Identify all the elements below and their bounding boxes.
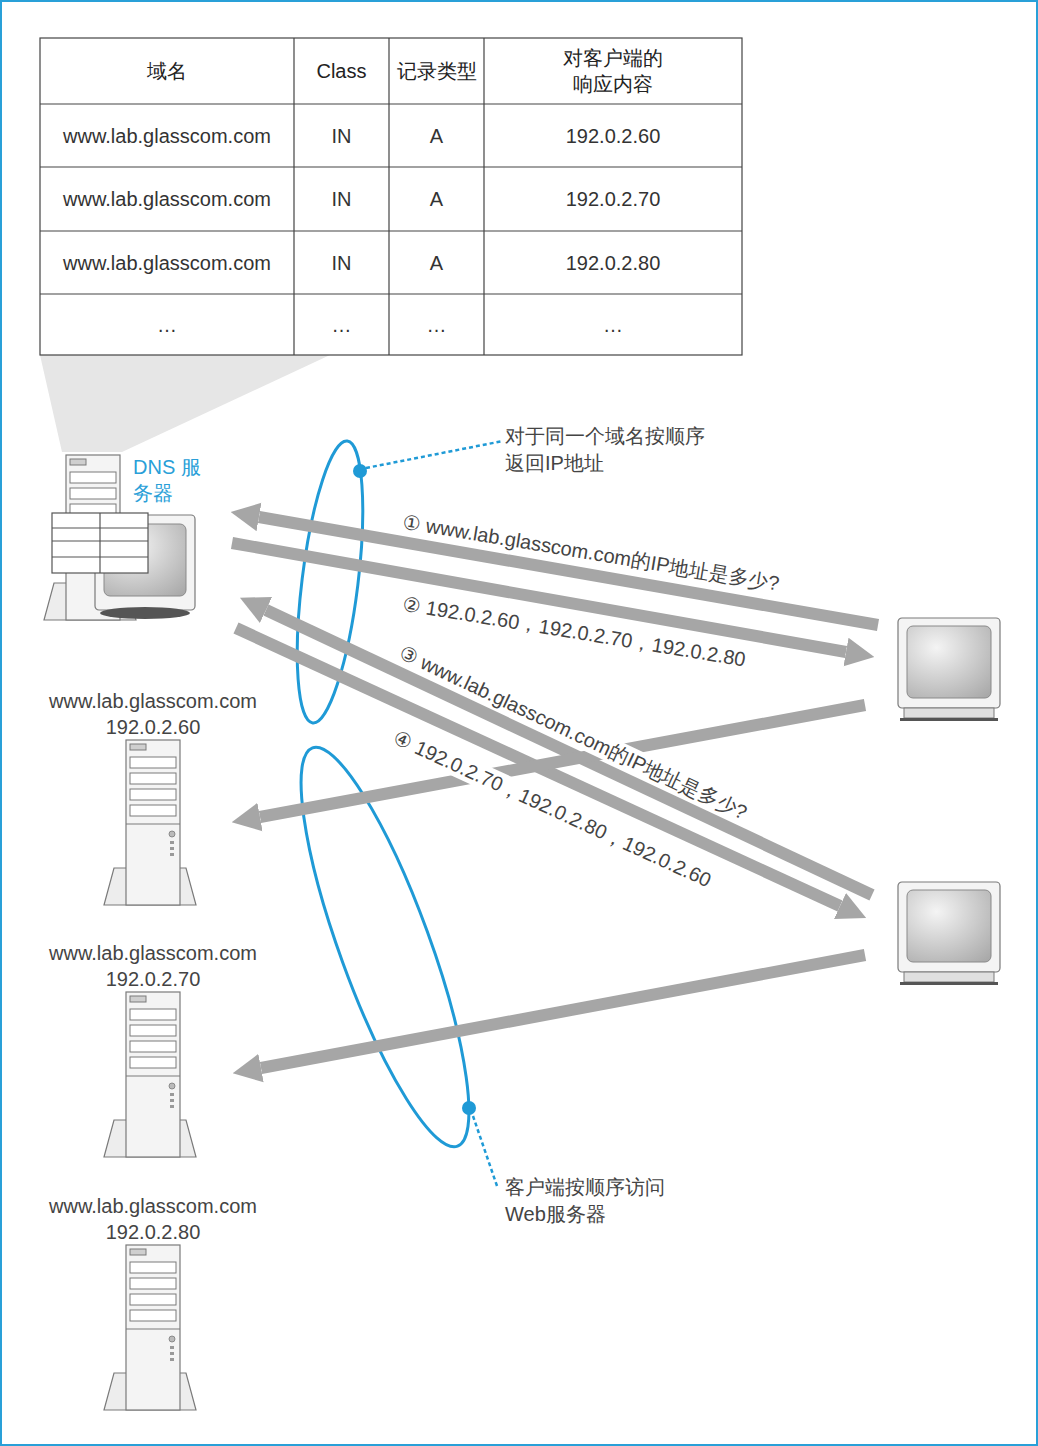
dns-server-icon (44, 455, 195, 620)
web-server-node: www.lab.glasscom.com192.0.2.70 (28, 940, 280, 1160)
table-cell: 记录类型 (389, 38, 484, 104)
table-cell-text: 192.0.2.60 (566, 123, 661, 149)
table-cell: IN (294, 231, 389, 294)
message-arrows (232, 517, 878, 1068)
callout-box: 客户端按顺序访问 Web服务器 (505, 1174, 685, 1228)
message-label-box: ④ 192.0.2.70，192.0.2.80，192.0.2.60 (387, 724, 718, 893)
table-cell-text: IN (332, 123, 352, 149)
table-cell-text: … (427, 312, 447, 338)
table-cell-text: A (430, 186, 443, 212)
table-cell: IN (294, 104, 389, 167)
table-cell: … (40, 294, 294, 355)
message-label: ② 192.0.2.60，192.0.2.70，192.0.2.80 (398, 591, 750, 672)
table-cell-text: IN (332, 250, 352, 276)
table-cell-text: 192.0.2.80 (566, 250, 661, 276)
table-cell-text: 域名 (147, 58, 187, 84)
message-label-box: ③ www.lab.glasscom.com的IP地址是多少? (393, 639, 754, 826)
table-grid (40, 38, 742, 355)
table-cell-text: A (430, 123, 443, 149)
table-cell-text: Class (316, 58, 366, 84)
table-cell-text: 记录类型 (397, 58, 477, 84)
table-cell: IN (294, 167, 389, 231)
table-cell: 192.0.2.70 (484, 167, 742, 231)
table-cell: … (484, 294, 742, 355)
client-monitor-icon (898, 618, 1000, 721)
callout-leader (353, 441, 503, 1186)
table-cell: A (389, 167, 484, 231)
table-cell-text: 对客户端的 响应内容 (557, 45, 669, 97)
callout-note: 对于同一个域名按顺序 返回IP地址 (505, 423, 720, 477)
message-label: ① www.lab.glasscom.com的IP地址是多少? (398, 509, 784, 596)
message-label: ④ 192.0.2.70，192.0.2.80，192.0.2.60 (387, 724, 718, 893)
message-label-box: ② 192.0.2.60，192.0.2.70，192.0.2.80 (398, 591, 750, 672)
table-cell: 对客户端的 响应内容 (484, 38, 742, 104)
callout-note: 客户端按顺序访问 Web服务器 (505, 1174, 685, 1228)
web-server-node: www.lab.glasscom.com192.0.2.80 (28, 1193, 280, 1413)
server-hostname: www.lab.glasscom.com (28, 688, 278, 714)
server-ip: 192.0.2.60 (28, 714, 278, 740)
server-hostname: www.lab.glasscom.com (28, 940, 278, 966)
table-cell-text: 192.0.2.70 (566, 186, 661, 212)
table-cell: www.lab.glasscom.com (40, 104, 294, 167)
table-cell: 192.0.2.60 (484, 104, 742, 167)
table-cell: www.lab.glasscom.com (40, 231, 294, 294)
zoom-shade (40, 355, 330, 452)
table-cell: A (389, 104, 484, 167)
server-hostname: www.lab.glasscom.com (28, 1193, 278, 1219)
table-cell-text: … (332, 312, 352, 338)
table-cell: 域名 (40, 38, 294, 104)
table-cell: www.lab.glasscom.com (40, 167, 294, 231)
server-label: DNS 服务器 (133, 454, 203, 506)
web-server-icon (104, 1245, 196, 1410)
table-cell-text: … (157, 312, 177, 338)
table-cell-text: www.lab.glasscom.com (63, 186, 271, 212)
web-server-icon (104, 992, 196, 1157)
web-server-node: www.lab.glasscom.com192.0.2.60 (28, 688, 280, 908)
callout-box: 对于同一个域名按顺序 返回IP地址 (505, 423, 720, 477)
table-cell: Class (294, 38, 389, 104)
message-label-box: ① www.lab.glasscom.com的IP地址是多少? (398, 509, 784, 596)
table-cell: 192.0.2.80 (484, 231, 742, 294)
table-cell-text: www.lab.glasscom.com (63, 250, 271, 276)
table-cell-text: IN (332, 186, 352, 212)
dns-server-node: DNS 服务器 (30, 450, 205, 625)
table-cell: A (389, 231, 484, 294)
server-ip: 192.0.2.70 (28, 966, 278, 992)
table-cell: … (294, 294, 389, 355)
table-cell: … (389, 294, 484, 355)
table-cell-text: www.lab.glasscom.com (63, 123, 271, 149)
web-server-icon (104, 740, 196, 905)
server-ip: 192.0.2.80 (28, 1219, 278, 1245)
client-monitor-icon (898, 882, 1000, 985)
table-cell-text: A (430, 250, 443, 276)
message-label: ③ www.lab.glasscom.com的IP地址是多少? (393, 639, 754, 826)
table-cell-text: … (603, 312, 623, 338)
